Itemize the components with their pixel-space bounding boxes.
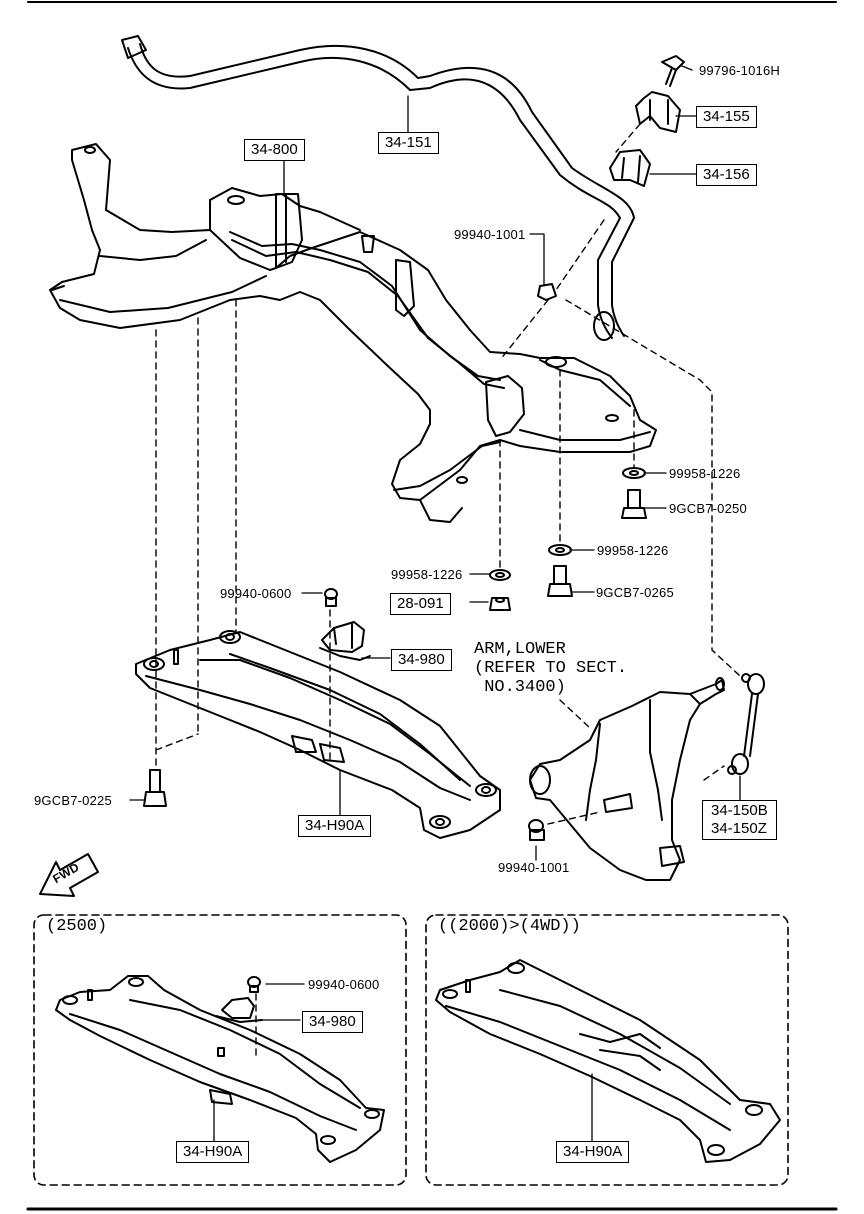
label-2500-nut: 99940-0600 xyxy=(308,977,380,992)
label-nut-mount: 99940-0600 xyxy=(220,586,292,601)
label-washer-center: 99958-1226 xyxy=(391,567,463,582)
member-2000-4wd-drawing xyxy=(435,959,781,1163)
stabilizer-bar-drawing xyxy=(121,35,635,341)
fwd-arrow-icon xyxy=(39,853,99,897)
member-2500-drawing xyxy=(55,975,385,1163)
label-2500-member: 34-H90A xyxy=(176,1141,250,1163)
label-2500-mount: 34-980 xyxy=(302,1011,363,1033)
stabilizer-link-drawing xyxy=(727,673,765,775)
label-stabilizer-link: 34-150B 34-150Z xyxy=(702,800,777,840)
label-bolt-right: 9GCB7-0250 xyxy=(669,501,747,516)
label-mount: 34-980 xyxy=(391,649,452,671)
label-nut-mid: 99940-1001 xyxy=(454,227,526,242)
label-washer-right: 99958-1226 xyxy=(669,466,741,481)
label-crossmember: 34-800 xyxy=(244,139,305,161)
bushing-bracket-drawing xyxy=(609,55,685,187)
variant-2000-4wd-title: ((2000)>(4WD)) xyxy=(438,917,581,936)
crossmember-drawing xyxy=(49,143,657,523)
label-member: 34-H90A xyxy=(298,815,372,837)
lower-arm-drawing xyxy=(528,677,725,881)
label-bushing-bracket: 34-155 xyxy=(696,106,757,128)
mount-drawing xyxy=(319,588,371,661)
bolt-left-drawing xyxy=(143,769,167,807)
label-nut-arm: 99940-1001 xyxy=(498,860,570,875)
label-bolt-lower: 9GCB7-0265 xyxy=(596,585,674,600)
label-stabilizer: 34-151 xyxy=(378,132,439,154)
variant-2500-title: (2500) xyxy=(46,917,108,936)
label-arm-note: ARM,LOWER (REFER TO SECT. NO.3400) xyxy=(474,640,628,697)
label-bolt-left: 9GCB7-0225 xyxy=(34,793,112,808)
label-2000-4wd-member: 34-H90A xyxy=(556,1141,630,1163)
label-bushing: 34-156 xyxy=(696,164,757,186)
label-bolt-top: 99796-1016H xyxy=(699,63,780,78)
lower-member-drawing xyxy=(135,630,501,839)
alignment-lines xyxy=(155,123,741,825)
leader-lines xyxy=(129,65,741,861)
label-washer-lower: 99958-1226 xyxy=(597,543,669,558)
label-nut-center: 28-091 xyxy=(390,593,451,615)
